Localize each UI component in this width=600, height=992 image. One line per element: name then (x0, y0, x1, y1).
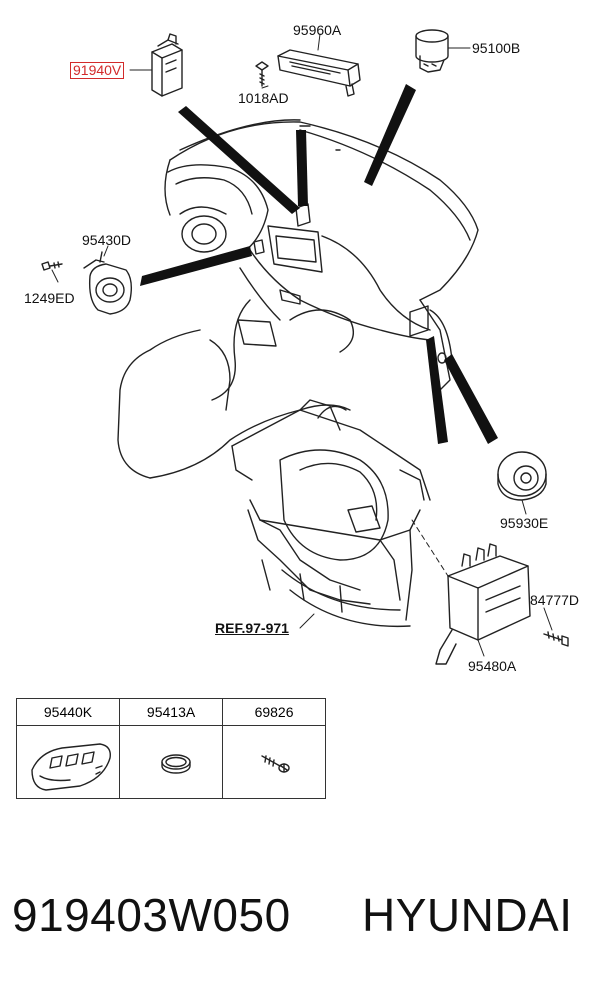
part-label-95960a[interactable]: 95960A (293, 22, 342, 38)
label-leader-lines (51, 33, 553, 657)
part-label-95430d[interactable]: 95430D (82, 232, 132, 248)
switch-95930e-icon (497, 451, 547, 501)
hvac-housing-illustration (231, 399, 431, 628)
accessory-header-key-fob[interactable]: 95440K (15, 698, 121, 726)
bolt-1018ad-icon (255, 61, 269, 87)
part-label-95100b[interactable]: 95100B (472, 40, 521, 56)
screw-1249ed-icon (41, 261, 63, 271)
part-label-95930e[interactable]: 95930E (500, 515, 549, 531)
accessory-cell-key-fob (15, 725, 121, 799)
switch-95100b-icon (415, 29, 449, 73)
part-label-1249ed[interactable]: 1249ED (24, 290, 75, 306)
accessory-parts-table: 95440K 95413A 69826 (15, 698, 326, 799)
dashboard-illustration (117, 119, 479, 479)
accessory-cell-screw (222, 725, 326, 799)
leader-strokes (140, 84, 498, 444)
part-label-95480a[interactable]: 95480A (468, 658, 517, 674)
part-number-caption: 919403W050 (12, 889, 291, 941)
accessory-cell-battery (119, 725, 224, 799)
bolt-84777d-icon (543, 631, 569, 647)
part-label-84777d[interactable]: 84777D (530, 592, 580, 608)
accessory-header-battery[interactable]: 95413A (119, 698, 224, 726)
accessory-header-screw[interactable]: 69826 (222, 698, 326, 726)
brand-caption: HYUNDAI (362, 889, 573, 941)
part-label-1018ad[interactable]: 1018AD (238, 90, 289, 106)
sensor-95430d-icon (83, 251, 133, 315)
control-module-95480a-icon (435, 543, 531, 665)
reference-label[interactable]: REF.97-971 (215, 620, 289, 636)
highlighted-part-label[interactable]: 91940V (70, 62, 125, 79)
relay-module-icon (151, 33, 183, 97)
module-95960a-icon (277, 49, 361, 97)
